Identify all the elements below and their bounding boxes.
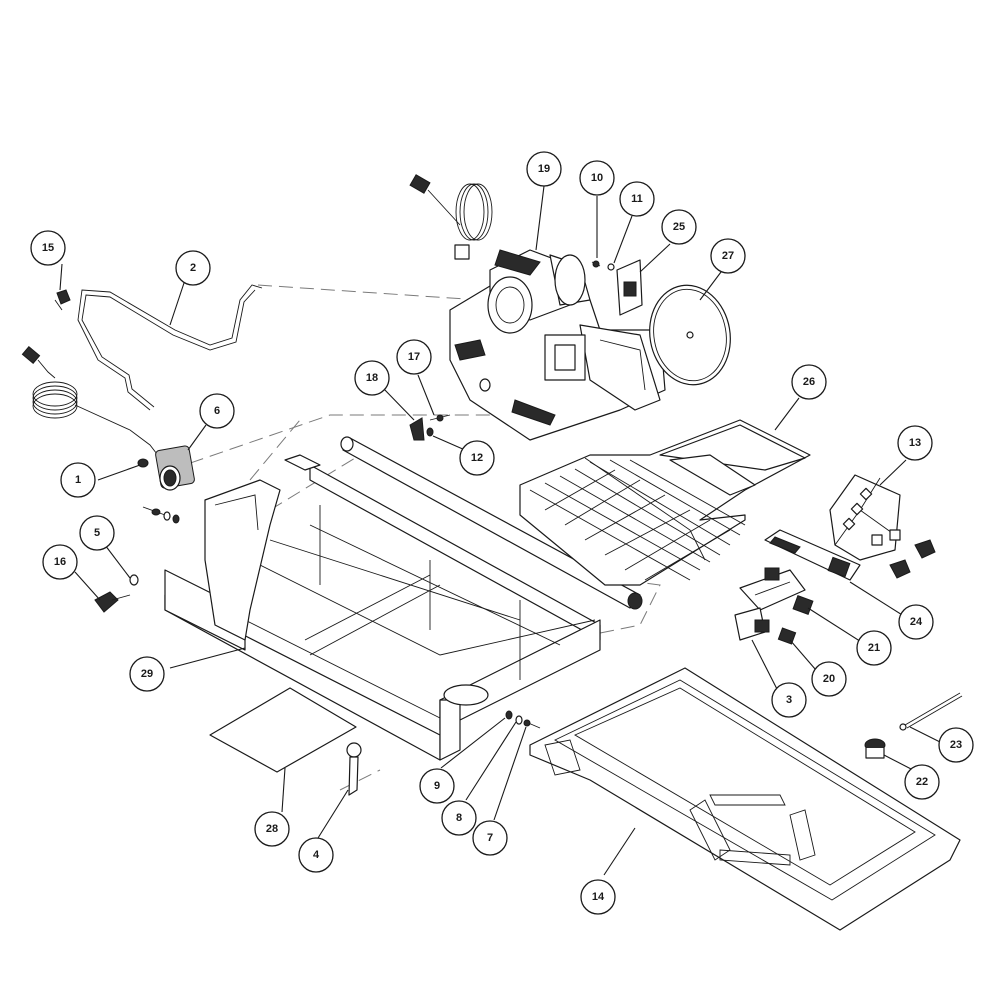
callout-label: 2 (190, 262, 196, 274)
callout-label: 25 (673, 221, 685, 233)
callout-10: 10 (579, 160, 615, 196)
part-24-rip-guide (764, 529, 861, 581)
callout-27: 27 (710, 238, 746, 274)
part-1-nut (137, 458, 149, 468)
callout-label: 8 (456, 812, 462, 824)
callout-label: 27 (722, 250, 734, 262)
callout-label: 20 (823, 673, 835, 685)
parts-7-8-9-hardware (505, 710, 541, 729)
part-18-bracket (409, 417, 425, 441)
part-15-plug-clip (54, 289, 71, 311)
callout-12: 12 (459, 440, 495, 476)
callout-label: 12 (471, 452, 483, 464)
part-26-cutting-table (519, 419, 811, 586)
part-4-wrench (346, 742, 362, 796)
callout-3: 3 (771, 682, 807, 718)
callout-13: 13 (897, 425, 933, 461)
part-12-nut (426, 427, 434, 437)
callout-25: 25 (661, 209, 697, 245)
part-28-label-sheet (209, 687, 357, 773)
callout-2: 2 (175, 250, 211, 286)
part-14-water-tray (529, 667, 961, 931)
bolt-set-left (142, 506, 180, 524)
part-29-stand-frame (164, 454, 601, 761)
callout-8: 8 (441, 800, 477, 836)
part-27-blade (649, 284, 731, 386)
callout-label: 28 (266, 823, 278, 835)
callout-label: 16 (54, 556, 66, 568)
callout-23: 23 (938, 727, 974, 763)
callout-label: 29 (141, 668, 153, 680)
part-25-plate (616, 259, 643, 316)
callout-18: 18 (354, 360, 390, 396)
callout-9: 9 (419, 768, 455, 804)
callout-11: 11 (619, 181, 655, 217)
callout-label: 5 (94, 527, 100, 539)
callout-5: 5 (79, 515, 115, 551)
part-13-miter-block (829, 474, 936, 579)
callout-16: 16 (42, 544, 78, 580)
callout-29: 29 (129, 656, 165, 692)
callout-7: 7 (472, 820, 508, 856)
part-17-screw (429, 414, 451, 422)
part-20-knob (777, 627, 797, 645)
callout-label: 26 (803, 376, 815, 388)
part-22-cap (864, 738, 886, 759)
callout-15: 15 (30, 230, 66, 266)
callout-22: 22 (904, 764, 940, 800)
callout-label: 3 (786, 694, 792, 706)
callout-20: 20 (811, 661, 847, 697)
callout-label: 22 (916, 776, 928, 788)
callout-6: 6 (199, 393, 235, 429)
part-23-rod (899, 692, 963, 731)
callout-label: 24 (910, 616, 923, 628)
callout-label: 14 (592, 891, 605, 903)
callout-label: 6 (214, 405, 220, 417)
callout-17: 17 (396, 339, 432, 375)
part-5-washer (129, 574, 139, 586)
callout-label: 13 (909, 437, 921, 449)
part-11-washer (607, 263, 615, 271)
callout-label: 19 (538, 163, 550, 175)
part-21-miter-gauge (739, 567, 814, 615)
part-3-guide (734, 607, 770, 641)
part-6-motor-switch (155, 445, 195, 491)
callout-26: 26 (791, 364, 827, 400)
part-19-saw-head (409, 174, 666, 441)
callout-label: 4 (313, 849, 320, 861)
callout-label: 7 (487, 832, 493, 844)
leader-lines (59, 185, 941, 876)
callout-label: 1 (75, 474, 81, 486)
callout-label: 10 (591, 172, 603, 184)
callout-label: 21 (868, 642, 880, 654)
callout-24: 24 (898, 604, 934, 640)
callout-label: 9 (434, 780, 440, 792)
callout-4: 4 (298, 837, 334, 873)
callout-label: 11 (631, 193, 643, 205)
callout-14: 14 (580, 879, 616, 915)
callout-label: 15 (42, 242, 54, 254)
callout-28: 28 (254, 811, 290, 847)
callout-label: 23 (950, 739, 962, 751)
callout-21: 21 (856, 630, 892, 666)
rail-tube (340, 436, 643, 610)
power-cord-left (21, 345, 161, 459)
callout-label: 18 (366, 372, 378, 384)
part-2-wire-harness (77, 284, 263, 411)
callout-1: 1 (60, 462, 96, 498)
part-10-screw (591, 260, 601, 268)
part-16-knob (94, 591, 131, 613)
callout-19: 19 (526, 151, 562, 187)
callout-label: 17 (408, 351, 420, 363)
